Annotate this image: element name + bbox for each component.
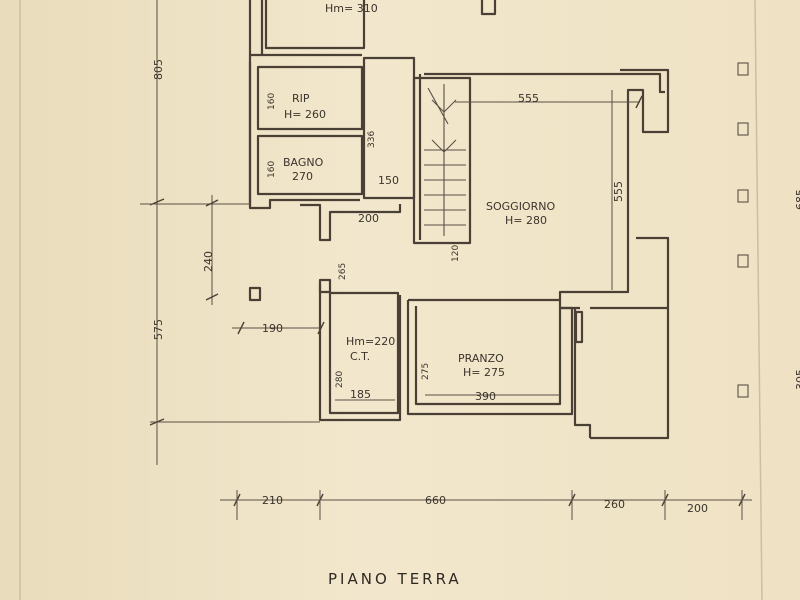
label-ct-height: Hm=220 — [346, 335, 395, 348]
dim-305-edge: 305 — [794, 369, 800, 390]
dim-bottom-200: 200 — [687, 502, 708, 515]
wall-rip — [256, 65, 364, 131]
dim-280-ct: 280 — [335, 371, 345, 388]
walls — [248, 0, 670, 440]
dim-185: 185 — [350, 388, 371, 401]
dim-805: 805 — [152, 59, 165, 80]
dim-265: 265 — [338, 263, 348, 280]
wall-stairs — [412, 76, 472, 245]
dim-685-edge: 685 — [794, 189, 800, 210]
label-bagno-dim: 270 — [292, 170, 313, 183]
stair-treads — [424, 84, 466, 236]
label-pranzo: PRANZO — [458, 352, 504, 365]
label-pranzo-height: H= 275 — [463, 366, 505, 379]
dim-bottom-210: 210 — [262, 494, 283, 507]
dimension-labels: 805 575 240 190 160 160 336 150 200 265 … — [152, 59, 800, 515]
dim-120: 120 — [451, 245, 461, 262]
window-marks — [737, 62, 749, 398]
dim-190: 190 — [262, 322, 283, 335]
label-soggiorno: SOGGIORNO — [486, 200, 555, 213]
label-rip-height: H= 260 — [284, 108, 326, 121]
label-ct: C.T. — [350, 350, 370, 363]
dim-bottom-260: 260 — [604, 498, 625, 511]
label-top-height: Hm= 310 — [325, 2, 378, 15]
dim-390: 390 — [475, 390, 496, 403]
paper-fold-right — [754, 0, 763, 600]
dim-275: 275 — [421, 363, 431, 380]
dim-200-hall: 200 — [358, 212, 379, 225]
label-rip: RIP — [292, 92, 310, 105]
label-bagno: BAGNO — [283, 156, 324, 169]
dim-bottom-660: 660 — [425, 494, 446, 507]
dimension-lines — [140, 0, 752, 520]
dim-160-rip: 160 — [267, 93, 277, 110]
dim-240: 240 — [202, 251, 215, 272]
dim-150: 150 — [378, 174, 399, 187]
room-labels: Hm= 310 RIP H= 260 BAGNO 270 SOGGIORNO H… — [283, 2, 555, 379]
label-soggiorno-height: H= 280 — [505, 214, 547, 227]
wall-ct — [328, 291, 400, 415]
dim-555-vertical: 555 — [612, 181, 625, 202]
dim-575: 575 — [152, 319, 165, 340]
dim-160-bagno: 160 — [267, 161, 277, 178]
dim-336: 336 — [367, 131, 377, 148]
drawing-title: PIANO TERRA — [328, 570, 462, 588]
wall-bagno — [256, 134, 364, 196]
dim-555-horizontal: 555 — [518, 92, 539, 105]
